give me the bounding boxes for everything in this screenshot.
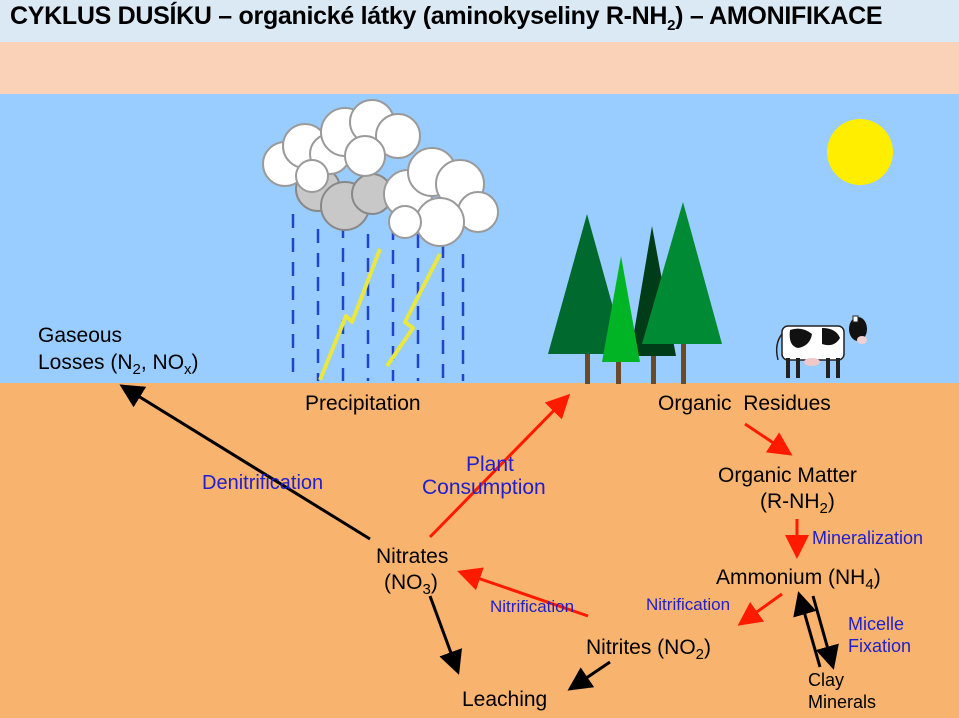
nitrites-label: Nitrites (NO2)	[586, 636, 711, 663]
arrow-nitrites-to-nitrates	[457, 567, 589, 618]
tree-icon	[548, 202, 722, 384]
lightning-icon	[318, 248, 442, 381]
arrow-nitrites-to-leaching	[567, 660, 611, 691]
arrow-plant-consumption	[428, 393, 571, 539]
top-band	[0, 42, 959, 94]
nitrification-left-label: Nitrification	[490, 597, 574, 616]
page-title: CYKLUS DUSÍKU – organické látky (aminoky…	[10, 2, 883, 34]
nitrogen-cycle-diagram: Gaseous Losses (N2, NOx) Precipitation O…	[0, 94, 959, 718]
soil-area	[0, 383, 959, 718]
gaseous-losses-formula: Losses (N2, NOx)	[38, 351, 199, 378]
arrow-ammonium-to-nitrites	[737, 592, 783, 626]
precipitation-label: Precipitation	[305, 392, 421, 415]
rain-icon	[291, 214, 465, 381]
title-bar: CYKLUS DUSÍKU – organické látky (aminoky…	[0, 0, 959, 42]
arrow-nitrates-to-leaching	[428, 595, 463, 675]
clay-minerals-label-2: Minerals	[808, 692, 876, 712]
plant-consumption-label: Plant	[466, 453, 514, 476]
arrow-residues-to-matter	[744, 422, 793, 456]
denitrification-label: Denitrification	[202, 472, 323, 494]
nitrification-right-label: Nitrification	[646, 595, 730, 614]
organic-matter-formula: (R-NH2)	[760, 490, 835, 517]
ammonium-label: Ammonium (NH4)	[716, 566, 881, 593]
arrow-denitrification	[119, 384, 371, 541]
cow-icon	[775, 315, 867, 378]
nitrates-formula: (NO3)	[384, 571, 438, 598]
gaseous-losses-label: Gaseous	[38, 324, 122, 347]
organic-matter-label: Organic Matter	[718, 464, 857, 487]
organic-residues-label: Organic Residues	[658, 392, 831, 415]
nitrates-label: Nitrates	[376, 545, 448, 568]
micelle-fixation-label: Micelle	[848, 614, 904, 634]
plant-consumption-label-2: Consumption	[422, 476, 546, 499]
micelle-fixation-label-2: Fixation	[848, 636, 911, 656]
clay-minerals-label: Clay	[808, 670, 844, 690]
cloud-icon	[262, 99, 499, 247]
leaching-label: Leaching	[462, 688, 547, 711]
sun-icon	[827, 119, 893, 185]
arrow-micelle-up	[793, 591, 822, 668]
mineralization-label: Mineralization	[812, 528, 923, 548]
